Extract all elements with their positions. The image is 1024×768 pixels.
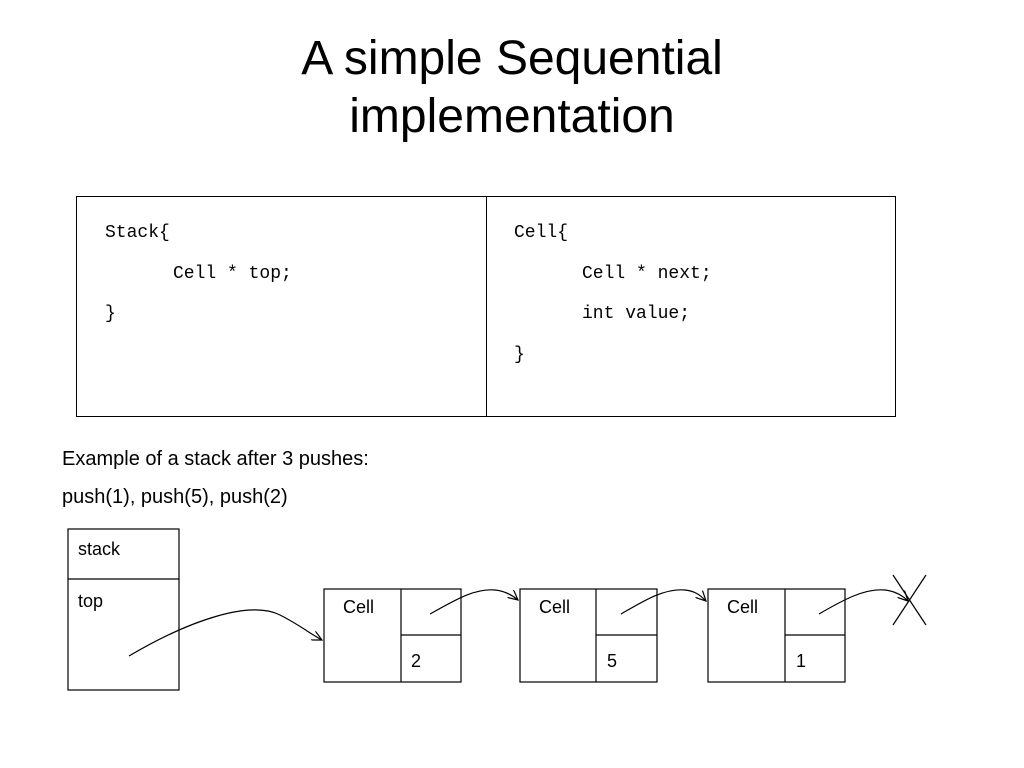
cell-1-value: 2 [411, 651, 422, 671]
page-title: A simple Sequential implementation [0, 30, 1024, 146]
stack-struct-field-top: Cell * top; [173, 264, 292, 284]
cell-2-value: 5 [607, 651, 618, 671]
cell-struct-field-next: Cell * next; [582, 264, 712, 284]
top-pointer-arrow [128, 609, 322, 657]
cell-struct-cell: Cell{ Cell * next; int value; } [487, 197, 896, 416]
null-cross-icon [892, 574, 927, 626]
cell-struct-close: } [514, 345, 525, 365]
stack-box-field-top: top [78, 591, 104, 611]
stack-box-header: stack [78, 539, 121, 559]
caption-line-1: Example of a stack after 3 pushes: [62, 448, 369, 470]
cell-struct-field-value: int value; [582, 304, 691, 324]
stack-struct-close: } [105, 304, 116, 324]
code-table: Stack{ Cell * top; } Cell{ Cell * next; … [76, 196, 896, 417]
cell-1-label: Cell [343, 597, 375, 617]
title-line-2: implementation [349, 90, 675, 143]
next-pointer-arrow-3 [818, 589, 908, 615]
next-pointer-arrow-2 [620, 589, 706, 615]
cell-3-value: 1 [796, 651, 807, 671]
title-line-1: A simple Sequential [301, 32, 723, 85]
stack-struct-cell: Stack{ Cell * top; } [77, 197, 487, 416]
cell-3-label: Cell [727, 597, 759, 617]
next-pointer-arrow-1 [429, 589, 518, 615]
cell-struct-open: Cell{ [514, 223, 569, 243]
stack-struct-open: Stack{ [105, 223, 170, 243]
cell-2-label: Cell [539, 597, 571, 617]
caption-line-2: push(1), push(5), push(2) [62, 486, 288, 508]
